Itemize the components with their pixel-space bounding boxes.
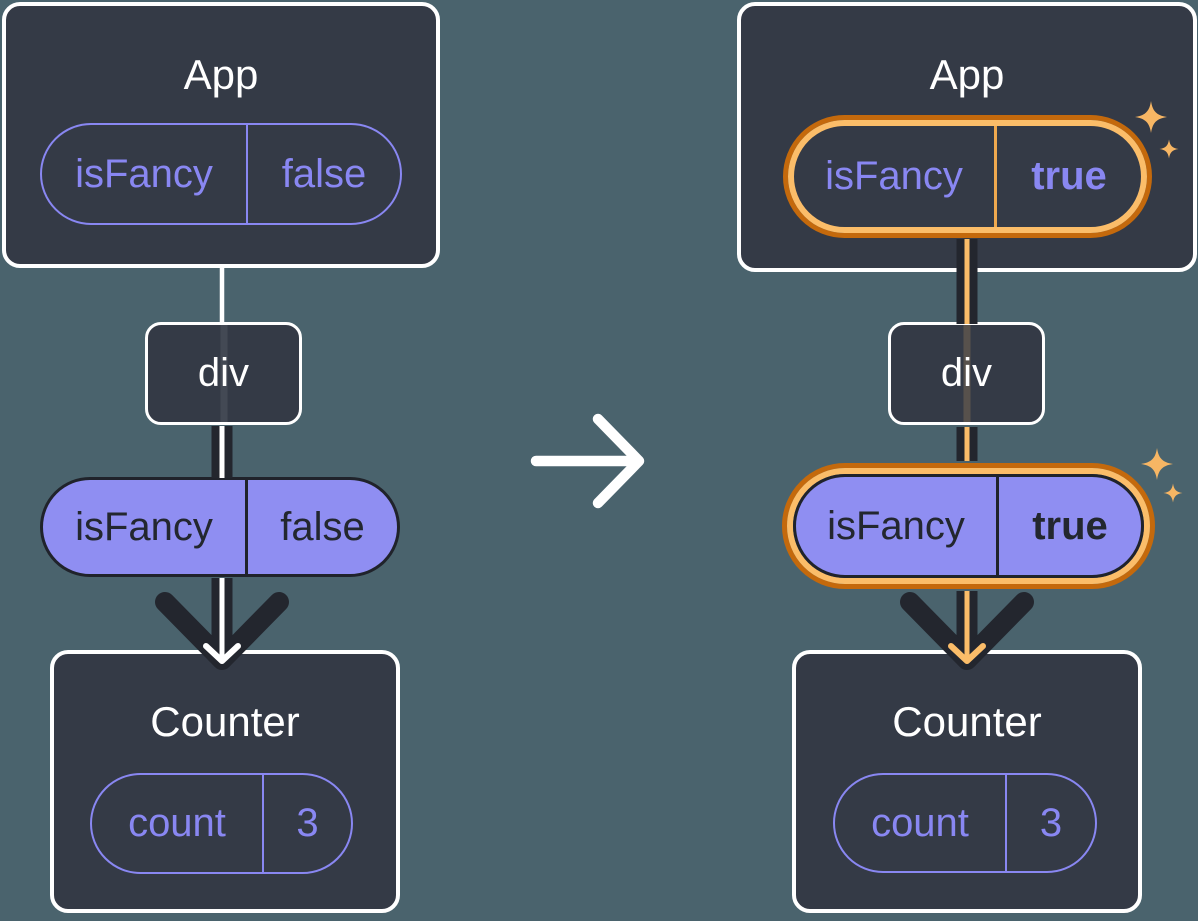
state-value-cell: true bbox=[997, 126, 1141, 227]
state-pill-counter-after: count 3 bbox=[833, 773, 1097, 873]
transition-arrow bbox=[530, 413, 645, 509]
state-key-cell: isFancy bbox=[42, 125, 248, 223]
component-title-counter-after: Counter bbox=[892, 698, 1042, 745]
component-title-app-after: App bbox=[929, 51, 1005, 98]
state-pill-app-after-highlight: isFancy true bbox=[783, 115, 1152, 238]
sparkle-icon bbox=[1163, 483, 1183, 503]
prop-value-cell: false bbox=[248, 480, 397, 574]
state-value-label: 3 bbox=[296, 801, 319, 845]
state-key-cell: count bbox=[835, 775, 1007, 871]
div-node-label: div bbox=[940, 351, 993, 395]
state-value-cell: false bbox=[248, 125, 400, 223]
prop-pill-before: isFancy false bbox=[40, 477, 400, 577]
state-key-label: count bbox=[871, 800, 969, 845]
state-pill-app-after: isFancy true bbox=[788, 120, 1147, 233]
transition-arrow-head bbox=[592, 413, 645, 509]
prop-value-label: false bbox=[280, 504, 365, 549]
prop-pill-after-ring: isFancy true bbox=[787, 468, 1150, 584]
prop-key-cell: isFancy bbox=[796, 477, 999, 575]
prop-value-label: true bbox=[1032, 503, 1108, 548]
div-node-label: div bbox=[197, 351, 250, 395]
prop-key-label: isFancy bbox=[827, 503, 965, 548]
connector-after bbox=[900, 239, 1034, 670]
state-value-cell: 3 bbox=[1007, 775, 1095, 871]
div-node-after: div bbox=[888, 322, 1045, 425]
component-title-counter-before: Counter bbox=[150, 698, 300, 745]
state-key-label: isFancy bbox=[75, 151, 213, 196]
state-key-label: count bbox=[128, 801, 226, 845]
state-pill-counter-before: count 3 bbox=[90, 773, 353, 874]
state-value-cell: 3 bbox=[264, 775, 351, 872]
div-node-before: div bbox=[145, 322, 302, 425]
prop-key-label: isFancy bbox=[75, 504, 213, 549]
state-key-cell: count bbox=[92, 775, 264, 872]
state-key-cell: isFancy bbox=[794, 126, 997, 227]
state-pill-app-before: isFancy false bbox=[40, 123, 402, 225]
prop-value-cell: true bbox=[999, 477, 1141, 575]
state-value-label: 3 bbox=[1039, 800, 1063, 845]
component-title-app-before: App bbox=[183, 51, 259, 98]
state-value-label: true bbox=[1031, 154, 1107, 198]
state-value-label: false bbox=[281, 151, 367, 196]
sparkle-icon bbox=[1141, 448, 1173, 480]
connector-stripe bbox=[220, 325, 227, 422]
state-key-label: isFancy bbox=[825, 154, 963, 198]
prop-pill-after-highlight: isFancy true bbox=[782, 463, 1155, 589]
prop-pill-after: isFancy true bbox=[793, 474, 1144, 578]
connector-stripe bbox=[963, 325, 970, 422]
prop-key-cell: isFancy bbox=[43, 480, 248, 574]
